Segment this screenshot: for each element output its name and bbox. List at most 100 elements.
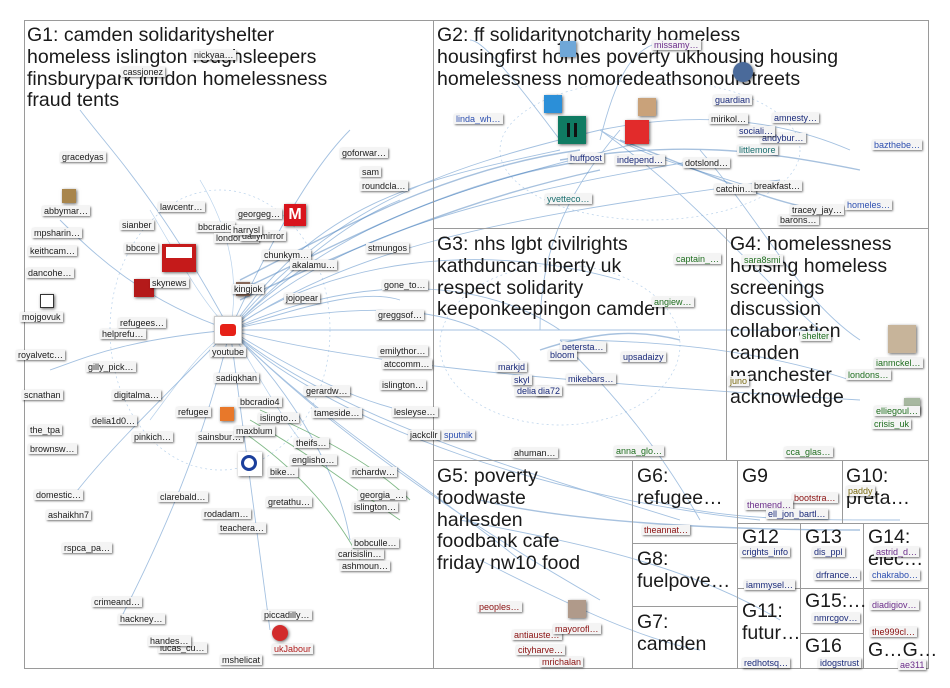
- node-label[interactable]: independ…: [615, 155, 665, 165]
- node-label[interactable]: lawcentr…: [158, 202, 205, 212]
- node-label[interactable]: bike…: [268, 467, 298, 477]
- node-label[interactable]: englisho…: [290, 455, 337, 465]
- node-label[interactable]: mojgovuk: [20, 312, 63, 322]
- node-label[interactable]: digitalma…: [112, 390, 161, 400]
- node-label[interactable]: elliegoul…: [874, 406, 920, 416]
- node-label[interactable]: amnesty…: [772, 113, 819, 123]
- node-label[interactable]: sadiqkhan: [214, 373, 259, 383]
- node-label[interactable]: sara8smi: [742, 255, 783, 265]
- node-label[interactable]: homeles…: [845, 200, 892, 210]
- node-label[interactable]: shelter: [800, 331, 831, 341]
- node-label[interactable]: rspca_pa…: [62, 543, 112, 553]
- node-label[interactable]: catchin…: [714, 184, 756, 194]
- node-label[interactable]: ukJabour: [272, 644, 313, 654]
- node-label[interactable]: gerardw…: [304, 386, 350, 396]
- node-label[interactable]: jackcllr: [408, 430, 440, 440]
- node-label[interactable]: nickyaa…: [192, 50, 236, 60]
- node-label[interactable]: refugees…: [118, 318, 166, 328]
- node-label[interactable]: peoples…: [477, 602, 522, 612]
- node-label[interactable]: theannat…: [642, 525, 690, 535]
- node-label[interactable]: brownsw…: [28, 444, 77, 454]
- node-label[interactable]: the_tpa: [28, 425, 62, 435]
- node-label[interactable]: sianber: [120, 220, 154, 230]
- node-label[interactable]: ashaikhn7: [46, 510, 91, 520]
- node-label[interactable]: redhotsq…: [742, 658, 790, 668]
- node-label[interactable]: markjd: [496, 362, 527, 372]
- node-label[interactable]: diadigiov…: [870, 600, 919, 610]
- node-label[interactable]: bobculle…: [352, 538, 399, 548]
- node-label[interactable]: rodadam…: [202, 509, 251, 519]
- node-label[interactable]: skyl: [512, 375, 532, 385]
- node-label[interactable]: youtube: [210, 347, 246, 357]
- node-label[interactable]: piccadilly…: [262, 610, 312, 620]
- node-label[interactable]: royalvetc…: [16, 350, 65, 360]
- node-label[interactable]: chunkym…: [262, 250, 311, 260]
- node-label[interactable]: nmrcgov…: [812, 613, 860, 623]
- node-label[interactable]: sputnik: [442, 430, 475, 440]
- node-label[interactable]: gracedyas: [60, 152, 106, 162]
- node-label[interactable]: georgia_…: [358, 490, 406, 500]
- node-label[interactable]: littlemore: [737, 145, 778, 155]
- node-label[interactable]: harrysl: [231, 225, 262, 235]
- node-label[interactable]: cassjonez: [121, 67, 165, 77]
- node-label[interactable]: huffpost: [568, 153, 604, 163]
- node-label[interactable]: breakfast…: [752, 181, 802, 191]
- node-label[interactable]: dis_ppl: [812, 547, 845, 557]
- node-label[interactable]: pinkich…: [132, 432, 173, 442]
- node-label[interactable]: bbcradio4: [238, 397, 282, 407]
- node-label[interactable]: gone_to…: [382, 280, 428, 290]
- node-label[interactable]: ianmckel…: [874, 358, 923, 368]
- node-label[interactable]: kingjok: [232, 284, 264, 294]
- node-label[interactable]: chakrabo…: [870, 570, 920, 580]
- node-label[interactable]: bazthebe…: [872, 140, 922, 150]
- node-label[interactable]: mirikol…: [709, 114, 748, 124]
- node-label[interactable]: ashmoun…: [340, 561, 390, 571]
- node-label[interactable]: captain_…: [674, 254, 721, 264]
- node-label[interactable]: ell_jon_bartl…: [766, 509, 828, 519]
- node-label[interactable]: dotslond…: [683, 158, 730, 168]
- node-label[interactable]: cca_glas…: [784, 447, 833, 457]
- node-label[interactable]: the999cl…: [870, 627, 917, 637]
- node-label[interactable]: abbymar…: [42, 206, 90, 216]
- node-label[interactable]: barons…: [778, 215, 819, 225]
- node-label[interactable]: mshelicat: [220, 655, 262, 665]
- node-label[interactable]: goforwar…: [340, 148, 388, 158]
- node-label[interactable]: crisis_uk: [872, 419, 911, 429]
- node-label[interactable]: londons…: [846, 370, 891, 380]
- node-label[interactable]: theifs…: [294, 438, 329, 448]
- node-label[interactable]: iammysel…: [744, 580, 795, 590]
- node-label[interactable]: islington…: [380, 380, 426, 390]
- node-label[interactable]: gilly_pick…: [86, 362, 136, 372]
- node-label[interactable]: yvetteco…: [545, 194, 592, 204]
- node-label[interactable]: maxblum: [234, 426, 275, 436]
- node-label[interactable]: sam: [360, 167, 381, 177]
- node-label[interactable]: islingto…: [258, 413, 299, 423]
- node-label[interactable]: jojopear: [284, 293, 320, 303]
- node-label[interactable]: ae311: [898, 660, 926, 670]
- node-label[interactable]: mpsharin…: [32, 228, 82, 238]
- node-label[interactable]: handes…: [148, 636, 191, 646]
- node-label[interactable]: stmungos: [366, 243, 409, 253]
- node-label[interactable]: georgeg…: [236, 209, 282, 219]
- node-label[interactable]: atccomm…: [382, 359, 432, 369]
- node-label[interactable]: mikebars…: [566, 374, 616, 384]
- node-label[interactable]: greggsof…: [376, 310, 424, 320]
- node-label[interactable]: anna_glo…: [614, 446, 664, 456]
- node-label[interactable]: akalamu…: [290, 260, 337, 270]
- node-label[interactable]: lesleyse…: [392, 407, 438, 417]
- node-label[interactable]: keithcam…: [28, 246, 77, 256]
- node-label[interactable]: gretathu…: [266, 497, 312, 507]
- node-label[interactable]: crimeand…: [92, 597, 142, 607]
- node-label[interactable]: sociali…: [737, 126, 775, 136]
- node-label[interactable]: helprefu…: [100, 329, 146, 339]
- node-label[interactable]: hackney…: [118, 614, 165, 624]
- node-label[interactable]: tracey_jay…: [790, 205, 844, 215]
- node-label[interactable]: astrid_d…: [874, 547, 919, 557]
- node-label[interactable]: mrichalan: [540, 657, 583, 667]
- node-label[interactable]: delia1d0…: [90, 416, 137, 426]
- node-label[interactable]: idogstrust: [818, 658, 861, 668]
- node-label[interactable]: dia72: [536, 386, 562, 396]
- node-label[interactable]: crights_info: [740, 547, 790, 557]
- node-label[interactable]: cityharve…: [516, 645, 565, 655]
- node-label[interactable]: dancohe…: [26, 268, 74, 278]
